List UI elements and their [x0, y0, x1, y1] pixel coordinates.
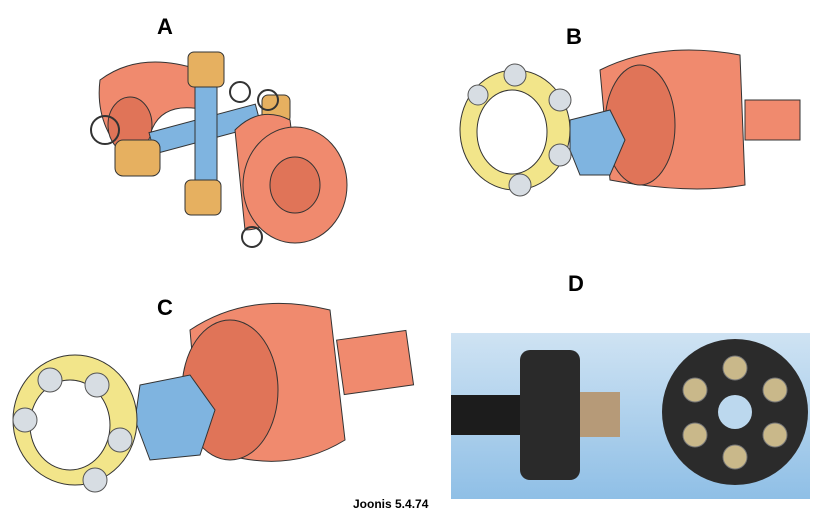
figure-caption: Joonis 5.4.74	[353, 497, 429, 511]
panel-c-cv-joint	[12, 302, 415, 493]
panel-label-c: C	[157, 295, 173, 320]
panel-label-d: D	[568, 271, 584, 296]
panel-d-flex-coupling-photo	[451, 333, 810, 499]
panel-label-a: A	[157, 14, 173, 39]
panel-a-universal-joint	[90, 51, 348, 248]
panel-b-cv-joint	[459, 49, 801, 197]
panel-label-b: B	[566, 24, 582, 49]
